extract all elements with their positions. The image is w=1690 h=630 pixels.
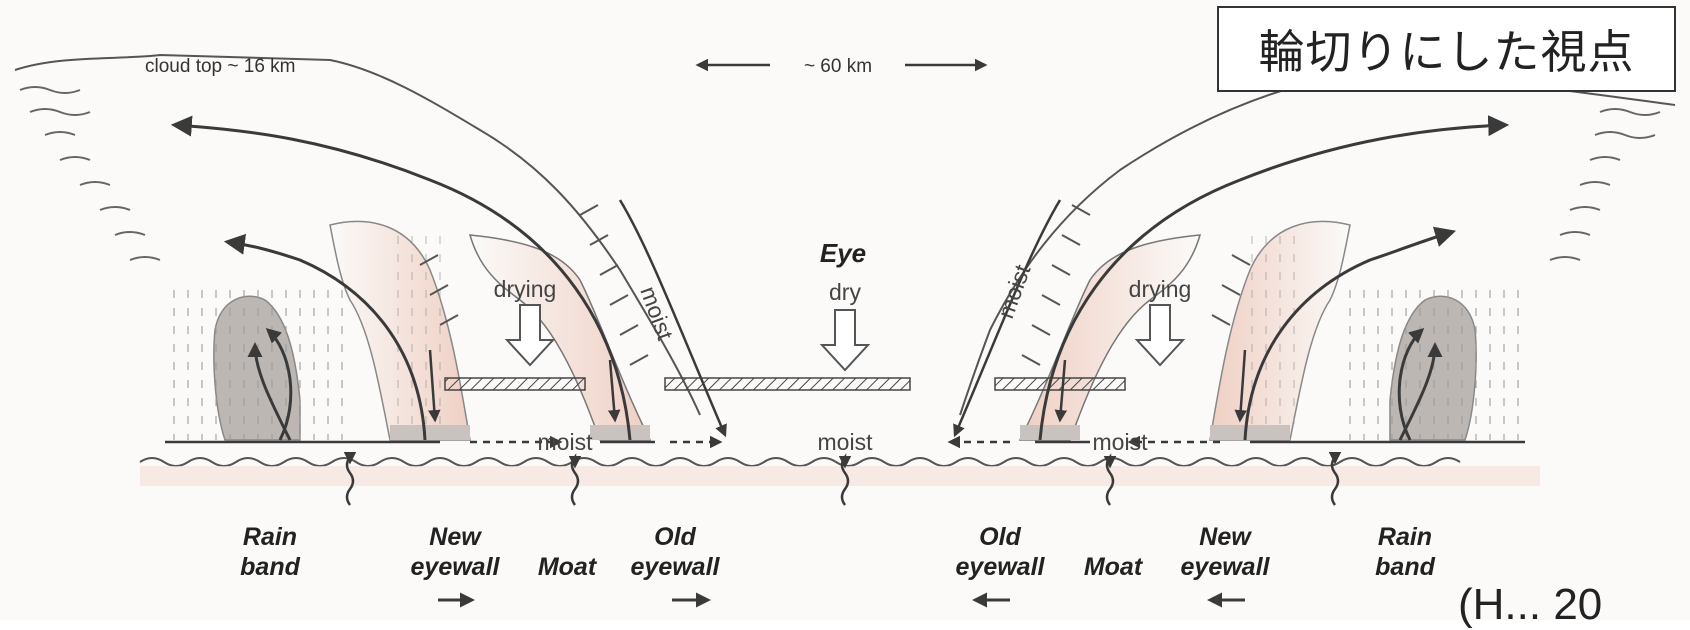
new-eyewall-left-line2: eyewall — [411, 553, 501, 581]
moat-left-label: Moat — [538, 553, 598, 581]
old-eyewall-left-line1: Old — [654, 523, 696, 551]
cloud-top-label: cloud top ~ 16 km — [145, 56, 296, 77]
new-eyewall-left-line1: New — [429, 523, 482, 551]
rain-band-left-line1: Rain — [243, 523, 297, 551]
inversion-moat-right — [995, 378, 1125, 390]
rain-band-right-line2: band — [1375, 553, 1435, 581]
drying-label-left: drying — [494, 276, 557, 302]
rain-region-new-right — [1245, 230, 1295, 430]
moist-label-moat-left: moist — [538, 429, 594, 455]
moat-right-label: Moat — [1084, 553, 1144, 581]
old-eyewall-left-line2: eyewall — [631, 553, 721, 581]
rain-band-right-line1: Rain — [1378, 523, 1432, 551]
moist-label-center: moist — [818, 429, 874, 455]
old-eyewall-right-line2: eyewall — [956, 553, 1046, 581]
sea-tint — [140, 466, 1540, 486]
caption-text: 輪切りにした視点 — [1259, 16, 1635, 82]
eye-label: Eye — [820, 238, 866, 268]
caption-box: 輪切りにした視点 — [1217, 6, 1676, 92]
new-eyewall-right-line1: New — [1199, 523, 1252, 551]
old-eyewall-base-right — [1020, 425, 1080, 440]
inversion-moat-left — [445, 378, 585, 390]
old-eyewall-right-line1: Old — [979, 523, 1021, 551]
moist-label-moat-right: moist — [1093, 429, 1149, 455]
scale-label: ~ 60 km — [804, 56, 872, 77]
rain-band-left-line2: band — [240, 553, 300, 581]
drying-label-right: drying — [1129, 276, 1192, 302]
dry-label: dry — [829, 279, 861, 305]
old-eyewall-base-left — [590, 425, 650, 440]
new-eyewall-right-line2: eyewall — [1181, 553, 1271, 581]
citation-text: (H... 20 — [1458, 580, 1602, 630]
